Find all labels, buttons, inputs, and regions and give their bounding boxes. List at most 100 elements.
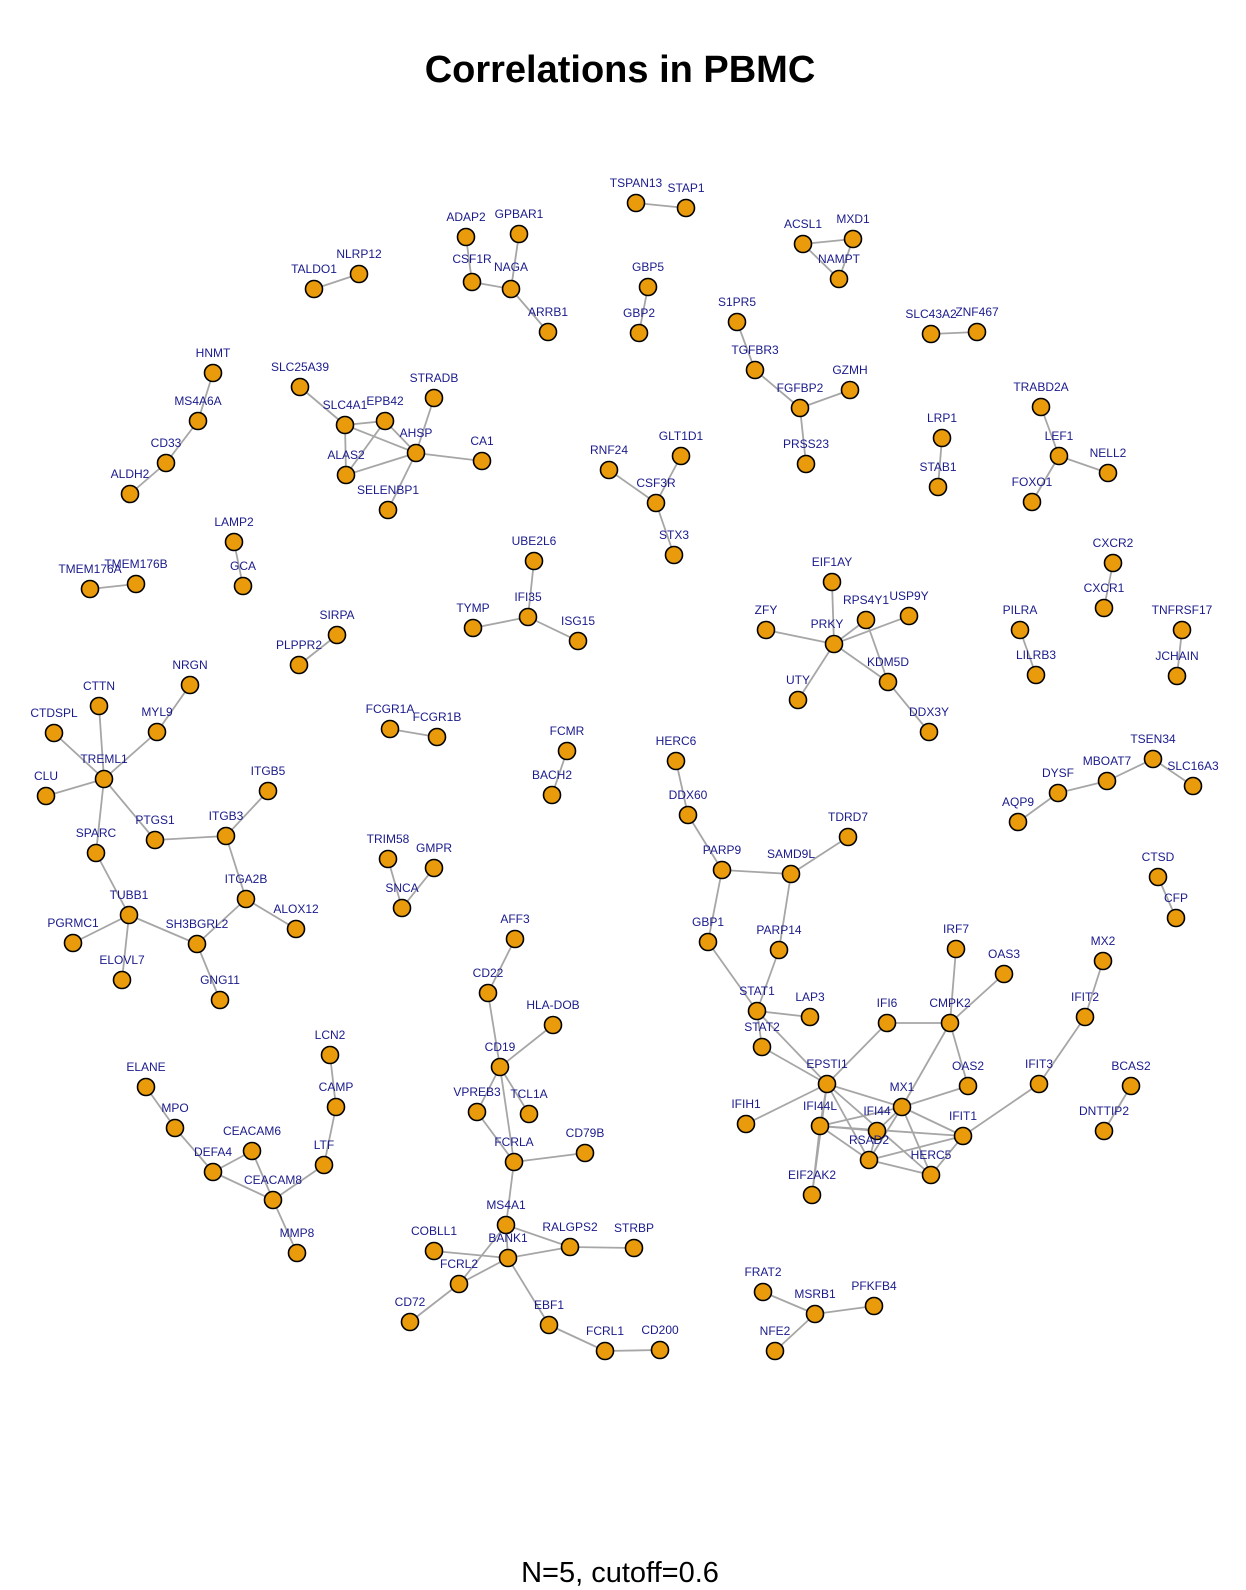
node-marker (953, 1126, 973, 1146)
node-label: CXCR1 (1084, 581, 1125, 595)
node-label: KDM5D (867, 655, 909, 669)
edge-parp14-stat1 (756, 949, 780, 1012)
node-ctsd: CTSD (1142, 850, 1175, 887)
node-marker (892, 1097, 912, 1117)
node-marker (752, 1037, 772, 1057)
node-marker (666, 751, 686, 771)
node-label: FCGR1A (366, 702, 415, 716)
edge-stat2-epsti1 (761, 1046, 828, 1085)
node-marker (327, 625, 347, 645)
node-usp9y: USP9Y (889, 589, 929, 626)
node-slc16a3: SLC16A3 (1167, 759, 1219, 796)
node-marker (824, 634, 844, 654)
node-bach2: BACH2 (532, 768, 572, 805)
node-cd79b: CD79B (566, 1126, 604, 1163)
node-marker (1166, 908, 1186, 928)
node-label: CXCR2 (1093, 536, 1134, 550)
edge-mpo-defa4 (174, 1127, 214, 1173)
node-fcgr1b: FCGR1B (413, 710, 461, 747)
node-label: CTTN (83, 679, 115, 693)
node-ca1: CA1 (470, 434, 494, 471)
node-tcl1a: TCL1A (510, 1087, 548, 1124)
node-mpo: MPO (161, 1101, 189, 1138)
node-marker (203, 363, 223, 383)
edge-cmpk2-oas2 (949, 1022, 969, 1087)
node-marker (560, 1237, 580, 1257)
edge-kdm5d-ddx3y (887, 681, 930, 733)
node-lap3: LAP3 (795, 990, 825, 1027)
edge-ahsp-selenbp1 (387, 452, 417, 511)
node-label: PRKY (811, 617, 844, 631)
node-elovl7: ELOVL7 (99, 953, 145, 990)
node-label: CMPK2 (929, 996, 971, 1010)
node-marker (44, 723, 64, 743)
node-aff3: AFF3 (500, 912, 530, 949)
node-stap1: STAP1 (667, 181, 705, 218)
node-marker (378, 849, 398, 869)
edge-ms4a1-ralgps2 (505, 1224, 571, 1248)
node-label: OAS3 (988, 947, 1020, 961)
node-label: OAS2 (952, 1059, 984, 1073)
node-label: ARRB1 (528, 305, 568, 319)
node-ebf1: EBF1 (534, 1298, 564, 1335)
node-itgb5: ITGB5 (251, 764, 286, 801)
node-label: PGRMC1 (47, 916, 99, 930)
node-itgb3: ITGB3 (209, 809, 244, 846)
node-label: LEF1 (1045, 429, 1074, 443)
node-marker (539, 1315, 559, 1335)
node-tsen34: TSEN34 (1130, 732, 1176, 769)
node-marker (1022, 492, 1042, 512)
node-label: TSPAN13 (610, 176, 663, 190)
node-marker (629, 323, 649, 343)
node-marker (543, 1015, 563, 1035)
node-herc6: HERC6 (656, 734, 697, 771)
node-marker (805, 1304, 825, 1324)
node-marker (456, 227, 476, 247)
node-oas2: OAS2 (952, 1059, 984, 1096)
edge-rsad2-herc5 (868, 1159, 932, 1176)
node-marker (287, 1243, 307, 1263)
edge-cobll1-bank1 (433, 1250, 509, 1259)
edge-gbp1-stat1 (707, 941, 758, 1012)
node-gmpr: GMPR (416, 841, 452, 878)
node-marker (793, 234, 813, 254)
edge-naga-arrb1 (510, 288, 549, 333)
node-stat1: STAT1 (739, 984, 775, 1021)
node-gbp5: GBP5 (632, 260, 664, 297)
node-marker (994, 964, 1014, 984)
node-marker (1008, 812, 1028, 832)
edge-samd9l-parp14 (778, 873, 792, 951)
node-marker (958, 1076, 978, 1096)
node-label: CAMP (319, 1080, 354, 1094)
node-label: LRP1 (927, 411, 957, 425)
node-label: MYL9 (141, 705, 173, 719)
edge-tubb1-pgrmc1 (72, 914, 130, 944)
node-fcrl1: FCRL1 (586, 1324, 624, 1361)
node-label: PTGS1 (135, 813, 175, 827)
node-label: NRGN (172, 658, 207, 672)
edge-rnf24-csf3r (608, 469, 657, 504)
node-sirpa: SIRPA (319, 608, 355, 645)
node-label: IFIH1 (731, 1097, 761, 1111)
node-label: STRADB (410, 371, 459, 385)
node-sh3bgrl2: SH3BGRL2 (166, 917, 229, 954)
node-label: JCHAIN (1155, 649, 1198, 663)
edge-epb42-alas2 (345, 420, 386, 476)
node-label: IFIT1 (949, 1109, 977, 1123)
node-marker (678, 805, 698, 825)
node-label: ZFY (755, 603, 778, 617)
node-marker (335, 415, 355, 435)
node-s1pr5: S1PR5 (718, 295, 756, 332)
node-rsad2: RSAD2 (849, 1133, 889, 1170)
node-label: CD200 (641, 1323, 679, 1337)
node-marker (838, 827, 858, 847)
node-marker (258, 781, 278, 801)
node-label: CD19 (485, 1040, 516, 1054)
node-marker (498, 1248, 518, 1268)
node-tubb1: TUBB1 (110, 888, 149, 925)
node-label: SLC43A2 (905, 307, 957, 321)
node-marker (233, 576, 253, 596)
node-marker (671, 446, 691, 466)
node-marker (203, 1162, 223, 1182)
node-cd33: CD33 (151, 436, 182, 473)
